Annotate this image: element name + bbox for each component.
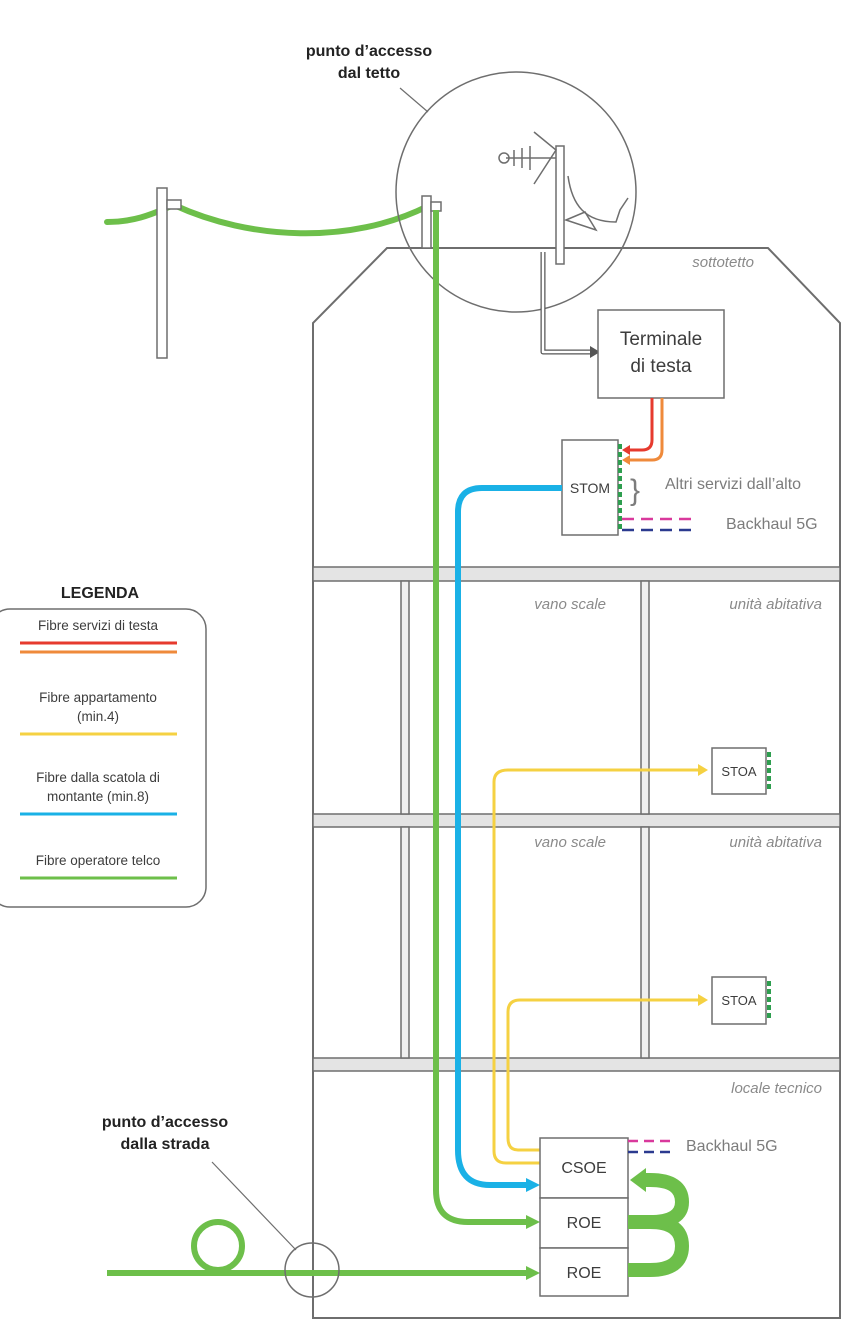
riser-fibre-blue: [455, 485, 562, 1188]
roe-label-2: ROE: [567, 1265, 602, 1282]
unit-label-1: unità abitativa: [729, 596, 822, 613]
legend-label-4-line-1: Fibre operatore telco: [36, 853, 161, 868]
head-terminal-label-2: di testa: [630, 356, 692, 377]
head-terminal-label-1: Terminale: [620, 329, 702, 350]
legend-label-2-line-2: (min.4): [77, 709, 119, 724]
antenna-dish-icon: [498, 131, 629, 265]
roof-access-label-1: punto d’accesso: [306, 43, 432, 60]
legend-label-1-line-1: Fibre servizi di testa: [38, 618, 159, 633]
roe-box-2: [539, 1247, 629, 1297]
technical-room-label: locale tecnico: [731, 1080, 822, 1097]
head-terminal-box: [597, 309, 725, 399]
csoe-box: [539, 1137, 629, 1199]
stoa-label-2: STOA: [721, 993, 756, 1008]
legend-label-2-line-1: Fibre appartamento: [39, 690, 157, 705]
head-service-fibre-red: [630, 398, 654, 452]
backhaul-bottom-label: Backhaul 5G: [686, 1138, 778, 1155]
stoa-box-2: [711, 976, 767, 1025]
telco-fibre-vertical: [433, 210, 528, 1225]
roe-box-1: [539, 1197, 629, 1249]
street-access-leader: [211, 1161, 297, 1251]
stairwell-label-2: vano scale: [534, 834, 606, 851]
telephone-pole-left: [156, 187, 182, 359]
stoa-box-1: [711, 747, 767, 795]
stoa-label-1: STOA: [721, 764, 756, 779]
floor-slab-3: [312, 1057, 841, 1072]
street-access-label-1: punto d’accesso: [102, 1114, 228, 1131]
roof-access-circle: [395, 71, 637, 313]
building-outline: [312, 247, 841, 1319]
unit-label-2: unità abitativa: [729, 834, 822, 851]
street-access-circle: [284, 1242, 340, 1298]
other-services-label: Altri servizi dall’alto: [665, 476, 801, 493]
roof-access-leader: [399, 87, 429, 113]
backhaul-top-label: Backhaul 5G: [726, 516, 818, 533]
legend-label-3-line-2: montante (min.8): [47, 789, 149, 804]
stairwell-walls: [400, 580, 650, 1059]
aerial-telco-cable: [104, 201, 431, 237]
stom-label: STOM: [570, 480, 610, 496]
floor-slab-2: [312, 813, 841, 828]
roof-access-label-2: dal tetto: [338, 65, 400, 82]
apartment-fibre-floor-2: [506, 998, 698, 1152]
street-access-label-2: dalla strada: [121, 1136, 210, 1153]
jumper-loop-roe: [628, 1215, 690, 1277]
legend-label-3-line-1: Fibre dalla scatola di: [36, 770, 160, 785]
csoe-label: CSOE: [561, 1160, 606, 1177]
floor-slab-1: [312, 566, 841, 582]
antenna-coax-cable: [540, 252, 590, 355]
apartment-fibre-floor-1: [492, 768, 698, 1165]
stairwell-label-1: vano scale: [534, 596, 606, 613]
legend-box: [0, 608, 207, 908]
attic-label: sottotetto: [692, 254, 754, 271]
jumper-loop-csoe: [644, 1173, 690, 1229]
street-fibre-loop: [191, 1219, 245, 1273]
head-service-fibre-orange: [630, 398, 664, 462]
roe-label-1: ROE: [567, 1215, 602, 1232]
legend-title: LEGENDA: [61, 585, 140, 602]
brace-glyph: }: [630, 474, 640, 507]
